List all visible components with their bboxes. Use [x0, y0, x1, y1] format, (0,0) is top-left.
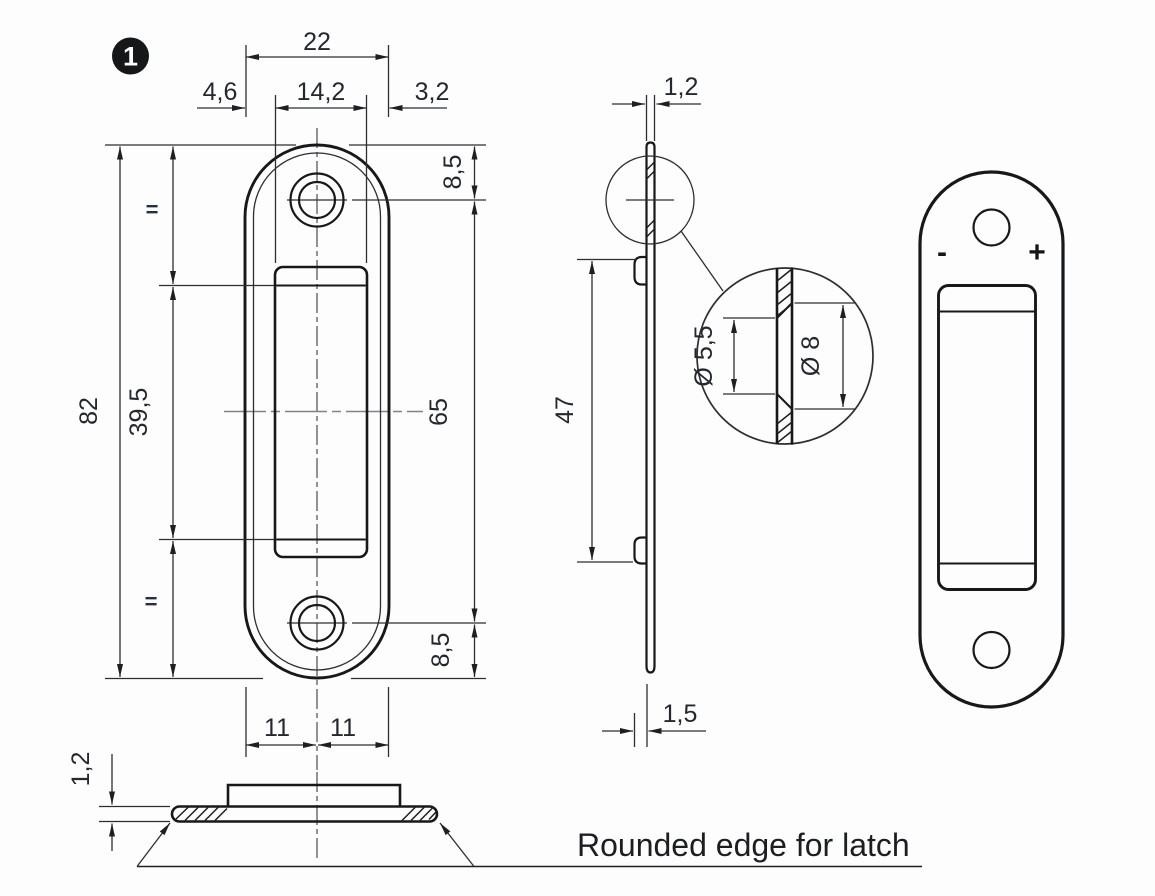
- detail-circle: [696, 267, 874, 445]
- section-plate: [170, 805, 439, 823]
- equal-mark-top: =: [146, 197, 159, 222]
- dim-overall-height: 82: [75, 397, 103, 425]
- screw-hole-top: [289, 172, 345, 228]
- polarity-minus-label: -: [937, 236, 947, 269]
- side-thickness-dimension: [612, 95, 701, 141]
- screw-hole-bottom-back: [972, 630, 1011, 670]
- dim-hole-small-diameter: Ø 5,5: [690, 325, 718, 386]
- dim-hole-spacing: 65: [425, 398, 453, 426]
- dim-bottom-hole-offset: 8,5: [427, 633, 455, 668]
- dim-hole-large-diameter: Ø 8: [797, 336, 825, 376]
- countersink-taper-bottom: [776, 393, 793, 410]
- dim-top-hole-offset: 8,5: [439, 155, 467, 190]
- note-leader-left: [136, 822, 171, 867]
- plate-outline-back: [918, 170, 1065, 709]
- latch-opening-front: [273, 265, 369, 559]
- section-boss: [226, 783, 402, 808]
- latch-pocket-back: [937, 284, 1037, 591]
- item-badge: 1: [112, 37, 149, 75]
- section-view: 1,2: [67, 752, 439, 860]
- detail-view: Ø 5,5 Ø 8: [690, 267, 874, 445]
- side-view: 1,2 47 1,5: [551, 73, 724, 747]
- screw-hole-top-back: [972, 208, 1011, 247]
- polarity-plus-label: +: [1028, 236, 1046, 269]
- front-centerlines: [224, 128, 423, 770]
- side-lip-dimension: [602, 684, 706, 747]
- plate-rounded-edge-offset: [252, 152, 382, 671]
- dim-pocket-height: 47: [551, 396, 579, 424]
- dim-plate-thickness-side: 1,2: [664, 73, 699, 101]
- note-leader-right: [439, 822, 475, 867]
- dim-bottom-half-left: 11: [264, 714, 290, 742]
- detail-dimension-lines: [723, 302, 856, 410]
- note-annotation: Rounded edge for latch: [136, 822, 922, 868]
- dim-bottom-half-right: 11: [330, 714, 356, 742]
- badge-circle: [112, 37, 149, 75]
- note-text: Rounded edge for latch: [577, 827, 910, 863]
- detail-indicator-circle: [605, 155, 695, 245]
- side-section-hatch: [645, 161, 656, 238]
- dim-opening-width: 14,2: [297, 78, 346, 106]
- dim-lip-offset: 1,5: [663, 700, 698, 728]
- plate-outline-front: [243, 143, 391, 680]
- side-pocket-dimension: [577, 258, 637, 563]
- front-dimension-lines: [117, 54, 478, 748]
- front-view: 22 4,6 14,2 3,2 8,5 65 8,5 82 39,5 = = 1…: [75, 28, 486, 770]
- plate-profile: [645, 141, 656, 674]
- section-thickness-dimension: [99, 754, 170, 851]
- dim-edge-to-opening-left: 4,6: [203, 78, 238, 106]
- dim-opening-to-edge-right: 3,2: [415, 78, 450, 106]
- detail-leader-line: [680, 230, 724, 292]
- latch-lip-hook-bottom: [633, 536, 648, 565]
- dim-plate-thickness-section: 1,2: [67, 752, 95, 787]
- latch-lip-hook-top: [633, 255, 648, 286]
- detail-section-hatch: [776, 268, 793, 444]
- equal-mark-bottom: =: [145, 589, 158, 614]
- section-hatch: [175, 805, 437, 822]
- screw-hole-bottom: [289, 595, 345, 651]
- badge-number: 1: [123, 42, 138, 72]
- dim-opening-height: 39,5: [125, 388, 153, 437]
- dim-overall-width: 22: [303, 28, 331, 56]
- back-view: - +: [918, 170, 1065, 709]
